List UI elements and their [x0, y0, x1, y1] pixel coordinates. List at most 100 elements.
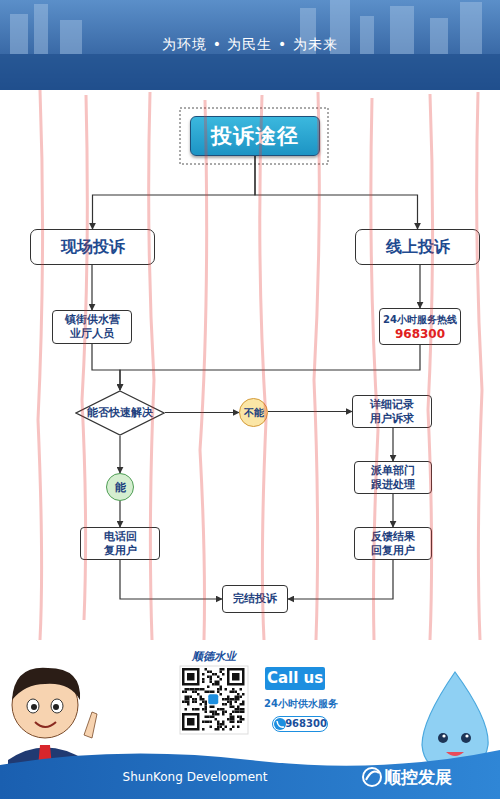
qr-module — [192, 701, 195, 704]
qr-module — [225, 698, 228, 701]
qr-module — [242, 711, 245, 714]
node-text: 968300 — [395, 327, 445, 341]
qr-code-frame — [180, 666, 248, 734]
process-box: 镇街供水营业厅人员 — [52, 310, 132, 344]
qr-module — [240, 688, 243, 691]
qr-module — [212, 713, 215, 716]
flow-arrow — [93, 156, 256, 229]
qr-finder — [182, 668, 200, 686]
qr-finder — [232, 673, 240, 681]
qr-module — [222, 703, 225, 706]
process-box: 详细记录用户诉求 — [352, 395, 432, 428]
qr-module — [232, 718, 235, 721]
qr-module — [210, 678, 213, 681]
qr-module — [237, 706, 240, 709]
qr-module — [210, 721, 213, 724]
qr-module — [205, 691, 208, 694]
qr-module — [205, 668, 208, 671]
qr-module — [192, 691, 195, 694]
qr-module — [217, 691, 220, 694]
qr-finder — [185, 716, 198, 729]
qr-module — [185, 708, 188, 711]
qr-module — [217, 728, 220, 731]
qr-module — [227, 701, 230, 704]
qr-module — [220, 686, 223, 689]
qr-module — [242, 701, 245, 704]
qr-module — [202, 728, 205, 731]
banner-strip — [0, 54, 500, 90]
qr-module — [210, 716, 213, 719]
qr-module — [217, 683, 220, 686]
qr-module — [227, 698, 230, 701]
qr-module — [195, 708, 198, 711]
node-text: 现场投诉 — [61, 237, 125, 258]
qr-module — [242, 718, 245, 721]
qr-module — [212, 683, 215, 686]
qr-module — [222, 698, 225, 701]
qr-module — [202, 698, 205, 701]
banner — [0, 0, 500, 90]
qr-module — [240, 716, 243, 719]
qr-module — [227, 718, 230, 721]
qr-module — [230, 713, 233, 716]
qr-module — [235, 711, 238, 714]
qr-finder — [187, 718, 195, 726]
qr-module — [242, 703, 245, 706]
node-text: 详细记录用户诉求 — [369, 398, 415, 426]
qr-module — [195, 701, 198, 704]
qr-module — [217, 681, 220, 684]
flow-arrow — [120, 560, 222, 599]
qr-module — [200, 696, 203, 699]
node-text: 不能 — [244, 406, 264, 420]
process-box: 派单部门跟进处理 — [354, 461, 432, 494]
qr-module — [240, 703, 243, 706]
qr-finder — [227, 668, 245, 686]
qr-module — [232, 698, 235, 701]
qr-module — [215, 683, 218, 686]
qr-module — [232, 711, 235, 714]
qr-module — [225, 726, 228, 729]
flow-arrow — [165, 412, 239, 413]
qr-module — [187, 696, 190, 699]
qr-module — [187, 703, 190, 706]
qr-module — [212, 716, 215, 719]
decision-diamond: 能否快速解决 — [75, 390, 165, 436]
qr-module — [217, 713, 220, 716]
qr-module — [197, 688, 200, 691]
qr-module — [230, 721, 233, 724]
qr-module — [230, 698, 233, 701]
qr-module — [182, 691, 185, 694]
qr-module — [232, 726, 235, 729]
qr-module — [237, 696, 240, 699]
qr-module — [222, 723, 225, 726]
flow-arrow — [268, 411, 352, 412]
qr-module — [240, 711, 243, 714]
title-box: 投诉途径 — [190, 116, 320, 156]
qr-module — [217, 726, 220, 729]
qr-finder — [185, 671, 198, 684]
service-note: 24小时供水服务 — [258, 697, 344, 711]
qr-module — [217, 721, 220, 724]
qr-module — [185, 701, 188, 704]
qr-module — [220, 688, 223, 691]
qr-module — [217, 676, 220, 679]
qr-module — [222, 673, 225, 676]
qr-module — [230, 728, 233, 731]
qr-module — [207, 676, 210, 679]
qr-module — [232, 716, 235, 719]
qr-module — [242, 708, 245, 711]
qr-module — [230, 701, 233, 704]
footer-band — [0, 750, 500, 799]
node-text: 24小时服务热线 — [383, 313, 457, 327]
node-text: 投诉途径 — [211, 122, 299, 150]
phone-number: 968300 — [272, 716, 328, 732]
node-text: 派单部门跟进处理 — [370, 464, 416, 492]
qr-module — [185, 698, 188, 701]
qr-module — [205, 711, 208, 714]
process-box: 线上投诉 — [355, 229, 480, 265]
qr-module — [200, 688, 203, 691]
qr-module — [230, 703, 233, 706]
qr-module — [222, 708, 225, 711]
qr-module — [207, 691, 210, 694]
